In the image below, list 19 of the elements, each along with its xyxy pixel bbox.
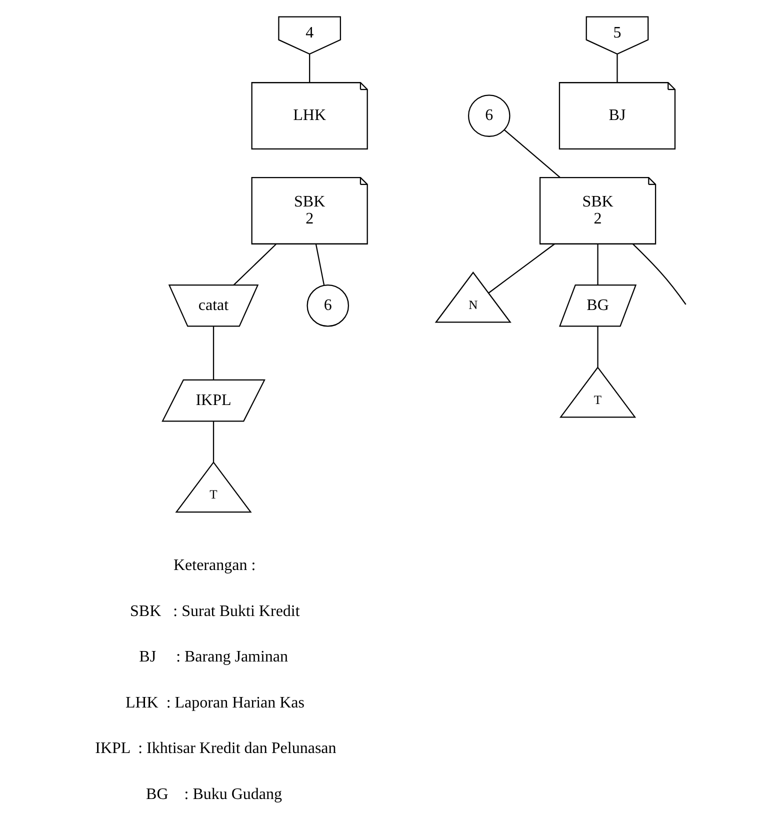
connector [233,244,276,286]
connector [212,421,214,462]
connector [309,54,310,82]
connector [488,244,555,294]
label: SBK : Surat Bukti Kredit [130,602,300,620]
connector [315,244,325,286]
node-circle: 6 [468,94,510,137]
label: Keterangan : [173,557,256,574]
connector [597,326,598,368]
label: BG : Buku Gudang [146,786,282,803]
label: IKPL : Ikhtisar Kredit dan Pelunasan [95,740,336,758]
label: BJ : Barang Jaminan [139,648,288,666]
connector [212,326,214,380]
connector [504,129,560,178]
node-circle: 6 [306,284,350,327]
connector [616,54,618,82]
label: LHK : Laporan Harian Kas [125,694,305,712]
connector [632,244,686,305]
connector [597,244,598,285]
